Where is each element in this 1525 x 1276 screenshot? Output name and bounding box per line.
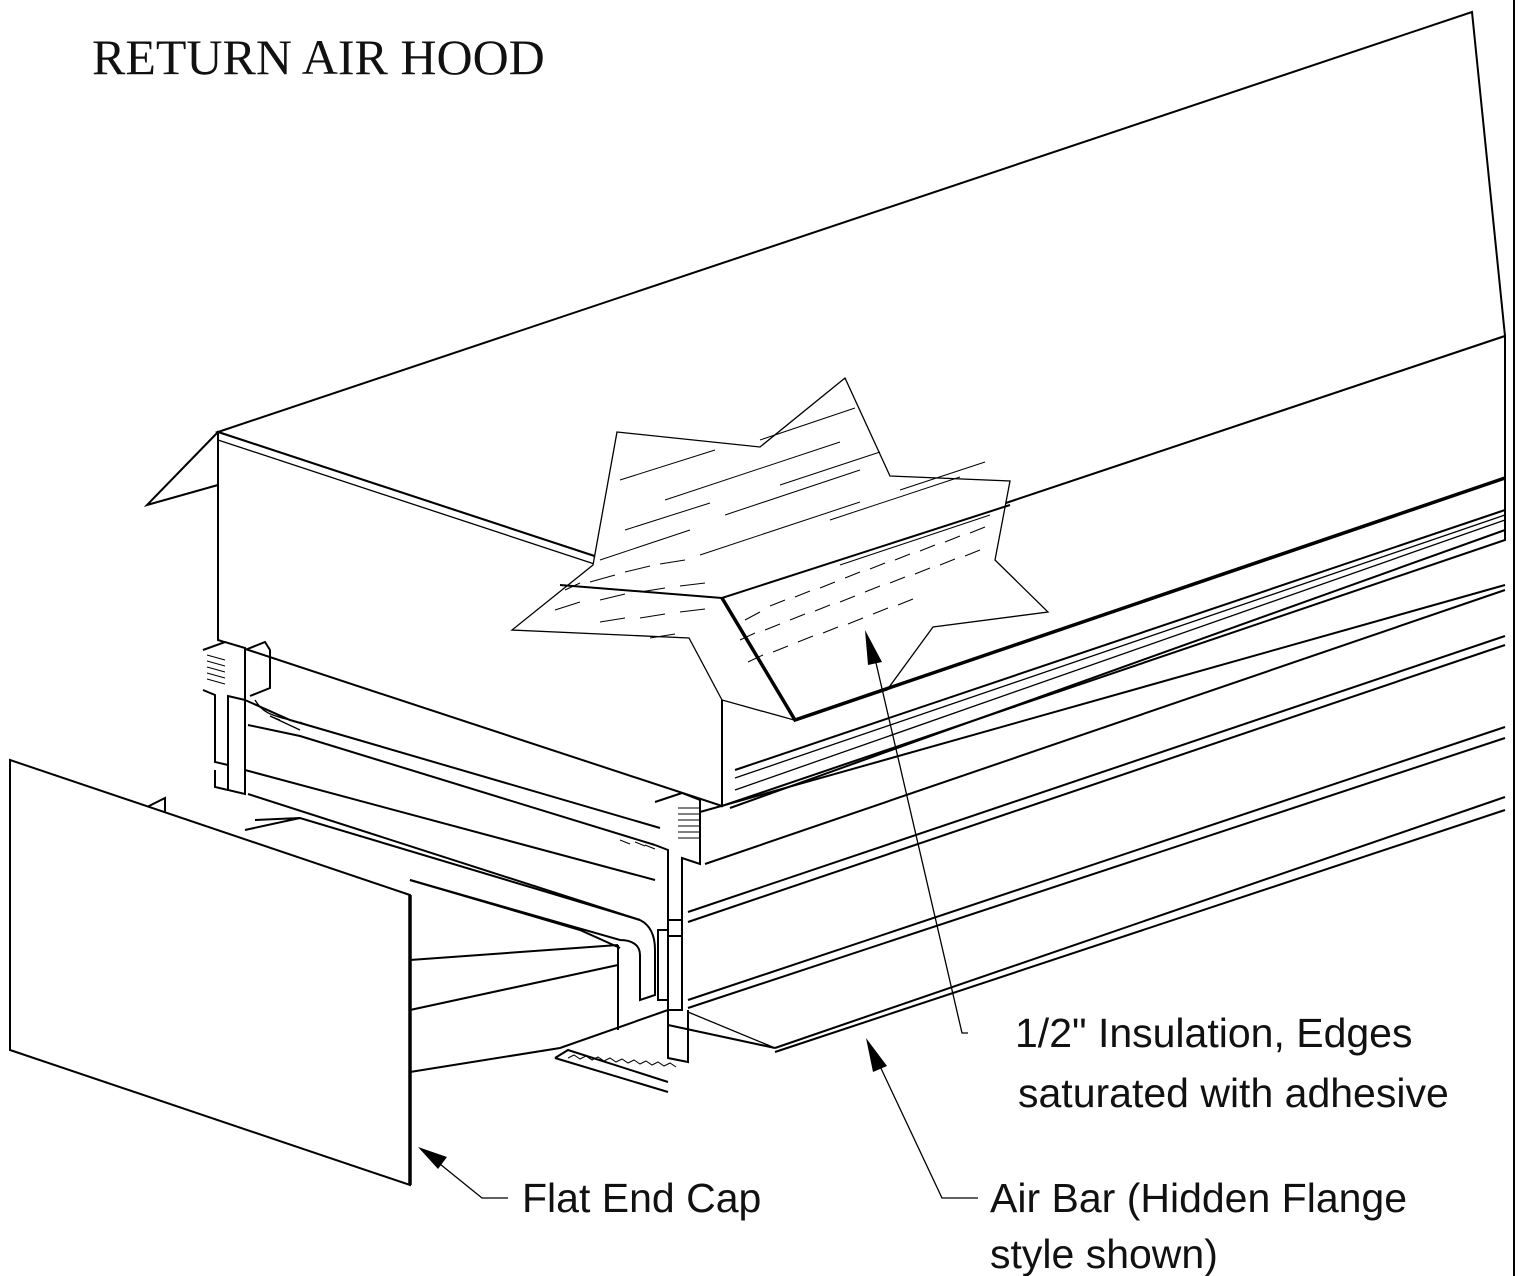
frame-members (144, 699, 669, 1073)
air-bar-profile-left (202, 640, 271, 796)
insulation-edge-left (554, 559, 706, 639)
insulation-cutaway (510, 376, 1506, 723)
flat-end-cap (9, 758, 412, 1187)
callout-end-cap: Flat End Cap (522, 1175, 761, 1221)
insulation-edge-right (739, 526, 986, 663)
callout-insulation-line1: 1/2" Insulation, Edges (1015, 1010, 1413, 1056)
callout-insulation-line2: saturated with adhesive (1018, 1070, 1449, 1116)
hood-lip (143, 431, 219, 507)
end-cap-leader (418, 1147, 508, 1199)
air-bar-rails (687, 509, 1506, 1053)
drawing-title: RETURN AIR HOOD (92, 29, 545, 85)
cutaway-cut-line (720, 476, 1506, 723)
callout-air-bar-line2: style shown) (990, 1231, 1218, 1276)
air-bar-leader (866, 1038, 978, 1199)
hood-side-face (721, 334, 1506, 808)
hidden-flange (554, 1048, 677, 1093)
insulation-hatch-top (599, 407, 991, 566)
insulation-leader (865, 630, 968, 1034)
cutaway-outline (510, 376, 1050, 721)
hood (143, 10, 1507, 808)
callout-air-bar-line1: Air Bar (Hidden Flange (990, 1175, 1407, 1221)
air-bar-profile-right (654, 791, 776, 1064)
